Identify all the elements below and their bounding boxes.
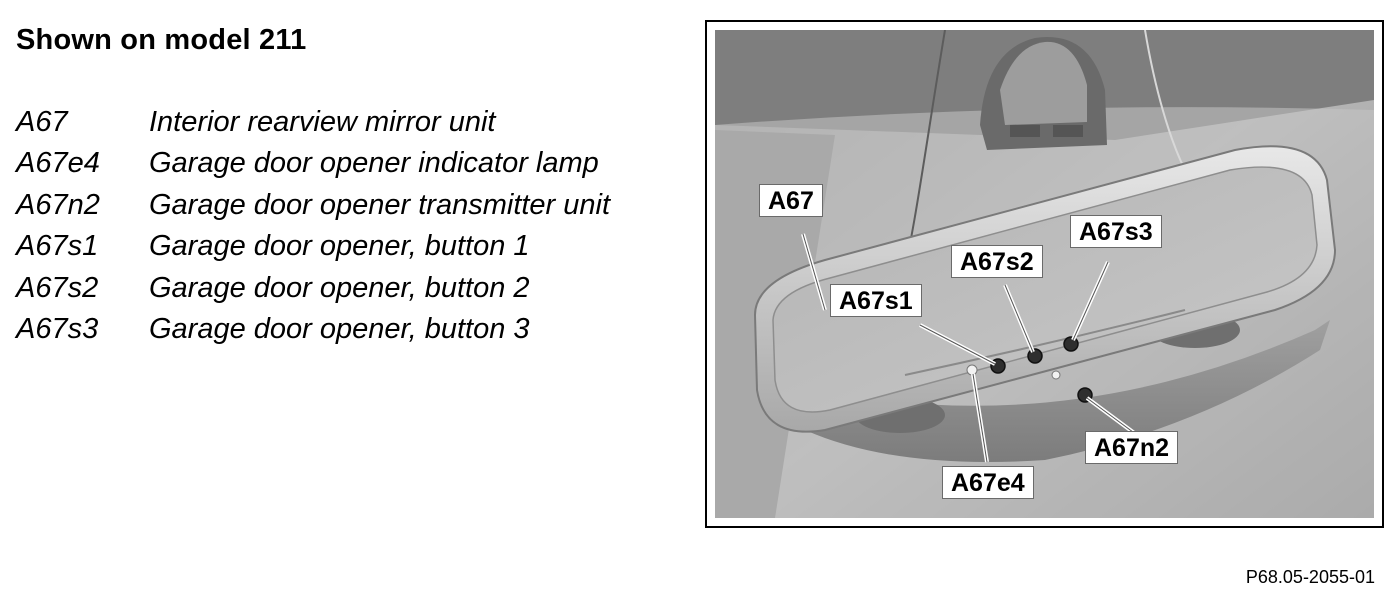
legend-description: Interior rearview mirror unit [149, 106, 496, 138]
callout-a67s2: A67s2 [951, 245, 1043, 278]
legend-code: A67n2 [16, 188, 100, 221]
mirror-photo [715, 30, 1374, 518]
legend-description: Garage door opener transmitter unit [149, 188, 611, 221]
legend-code: A67 [16, 106, 68, 138]
callout-a67s3: A67s3 [1070, 215, 1162, 248]
callout-a67n2: A67n2 [1085, 431, 1179, 464]
legend-code: A67e4 [16, 147, 100, 180]
callout-a67: A67 [759, 184, 823, 217]
page-title: Shown on model 211 [16, 24, 307, 56]
legend-code: A67s1 [16, 230, 99, 263]
callout-a67e4: A67e4 [942, 466, 1034, 499]
callout-a67s1: A67s1 [830, 284, 922, 317]
legend-description: Garage door opener, button 1 [149, 230, 530, 263]
legend-description: Garage door opener, button 2 [149, 271, 530, 304]
legend-description: Garage door opener, button 3 [149, 312, 530, 345]
legend-code: A67s3 [16, 312, 99, 345]
legend-code: A67s2 [16, 271, 99, 304]
legend-description: Garage door opener indicator lamp [149, 147, 599, 180]
mirror-illustration: A67 A67s1 A67s2 A67s3 A67n2 A67e4 [705, 20, 1384, 528]
figure-reference: P68.05-2055-01 [1245, 567, 1375, 587]
